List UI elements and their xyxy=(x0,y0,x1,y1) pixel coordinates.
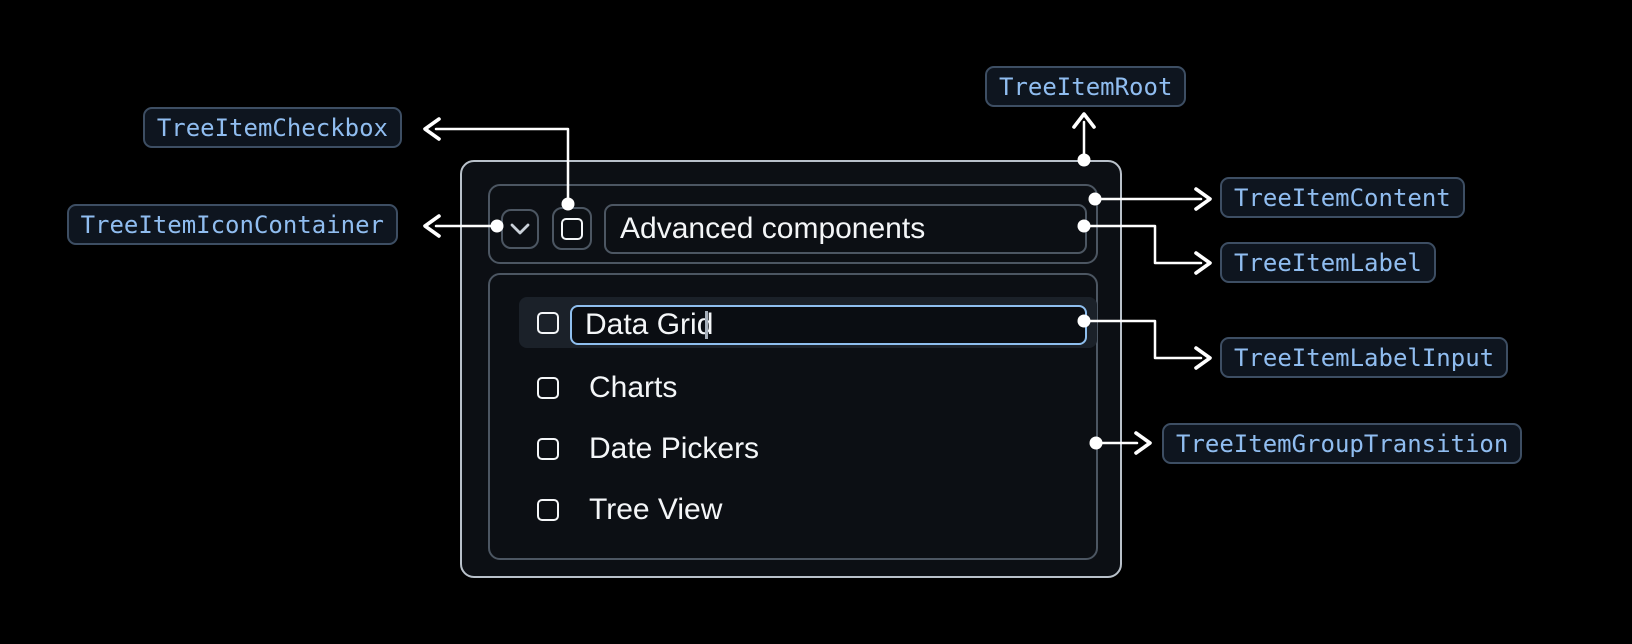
arrowhead-right xyxy=(1194,346,1212,370)
tree-row[interactable]: Date Pickers xyxy=(519,424,1097,474)
badge-tree-item-checkbox: TreeItemCheckbox xyxy=(142,107,402,148)
tree-item-group-transition: Charts Date Pickers Tree View xyxy=(488,273,1098,560)
badge-tree-item-root: TreeItemRoot xyxy=(985,66,1187,107)
chevron-down-icon xyxy=(510,223,530,235)
arrowhead-up xyxy=(1072,112,1096,129)
checkbox-unchecked-icon[interactable] xyxy=(537,499,559,521)
checkbox-unchecked-icon[interactable] xyxy=(537,438,559,460)
tree-item-label-input-wrap xyxy=(570,305,1087,345)
badge-tree-item-content: TreeItemContent xyxy=(1220,177,1465,218)
tree-row-label: Tree View xyxy=(589,493,723,526)
tree-item-root: Advanced components Charts Date Pickers xyxy=(460,160,1122,578)
tree-item-label: Advanced components xyxy=(604,204,1087,254)
tree-row-editing[interactable] xyxy=(519,297,1097,348)
checkbox-unchecked-icon[interactable] xyxy=(537,311,559,334)
badge-tree-item-label-input: TreeItemLabelInput xyxy=(1220,337,1509,378)
checkbox-unchecked-icon xyxy=(561,217,583,240)
tree-item-label-input[interactable] xyxy=(570,305,1087,345)
arrowhead-left xyxy=(423,214,441,238)
arrowhead-left xyxy=(423,117,441,141)
tree-item-checkbox[interactable] xyxy=(552,207,592,250)
arrowhead-right xyxy=(1134,431,1152,455)
arrowhead-right xyxy=(1194,187,1212,211)
text-caret xyxy=(705,311,708,339)
tree-row[interactable]: Tree View xyxy=(519,485,1097,535)
checkbox-unchecked-icon[interactable] xyxy=(537,377,559,399)
tree-item-icon-container[interactable] xyxy=(501,209,539,249)
arrowhead-right xyxy=(1194,251,1212,275)
parent-label-text: Advanced components xyxy=(620,212,926,245)
badge-tree-item-group-transition: TreeItemGroupTransition xyxy=(1162,423,1523,464)
tree-row-label: Date Pickers xyxy=(589,432,760,465)
tree-item-content[interactable]: Advanced components xyxy=(488,184,1098,264)
tree-row[interactable]: Charts xyxy=(519,363,1097,413)
tree-row-label: Charts xyxy=(589,371,678,404)
badge-tree-item-label: TreeItemLabel xyxy=(1220,242,1436,283)
badge-tree-item-icon-container: TreeItemIconContainer xyxy=(66,204,398,245)
